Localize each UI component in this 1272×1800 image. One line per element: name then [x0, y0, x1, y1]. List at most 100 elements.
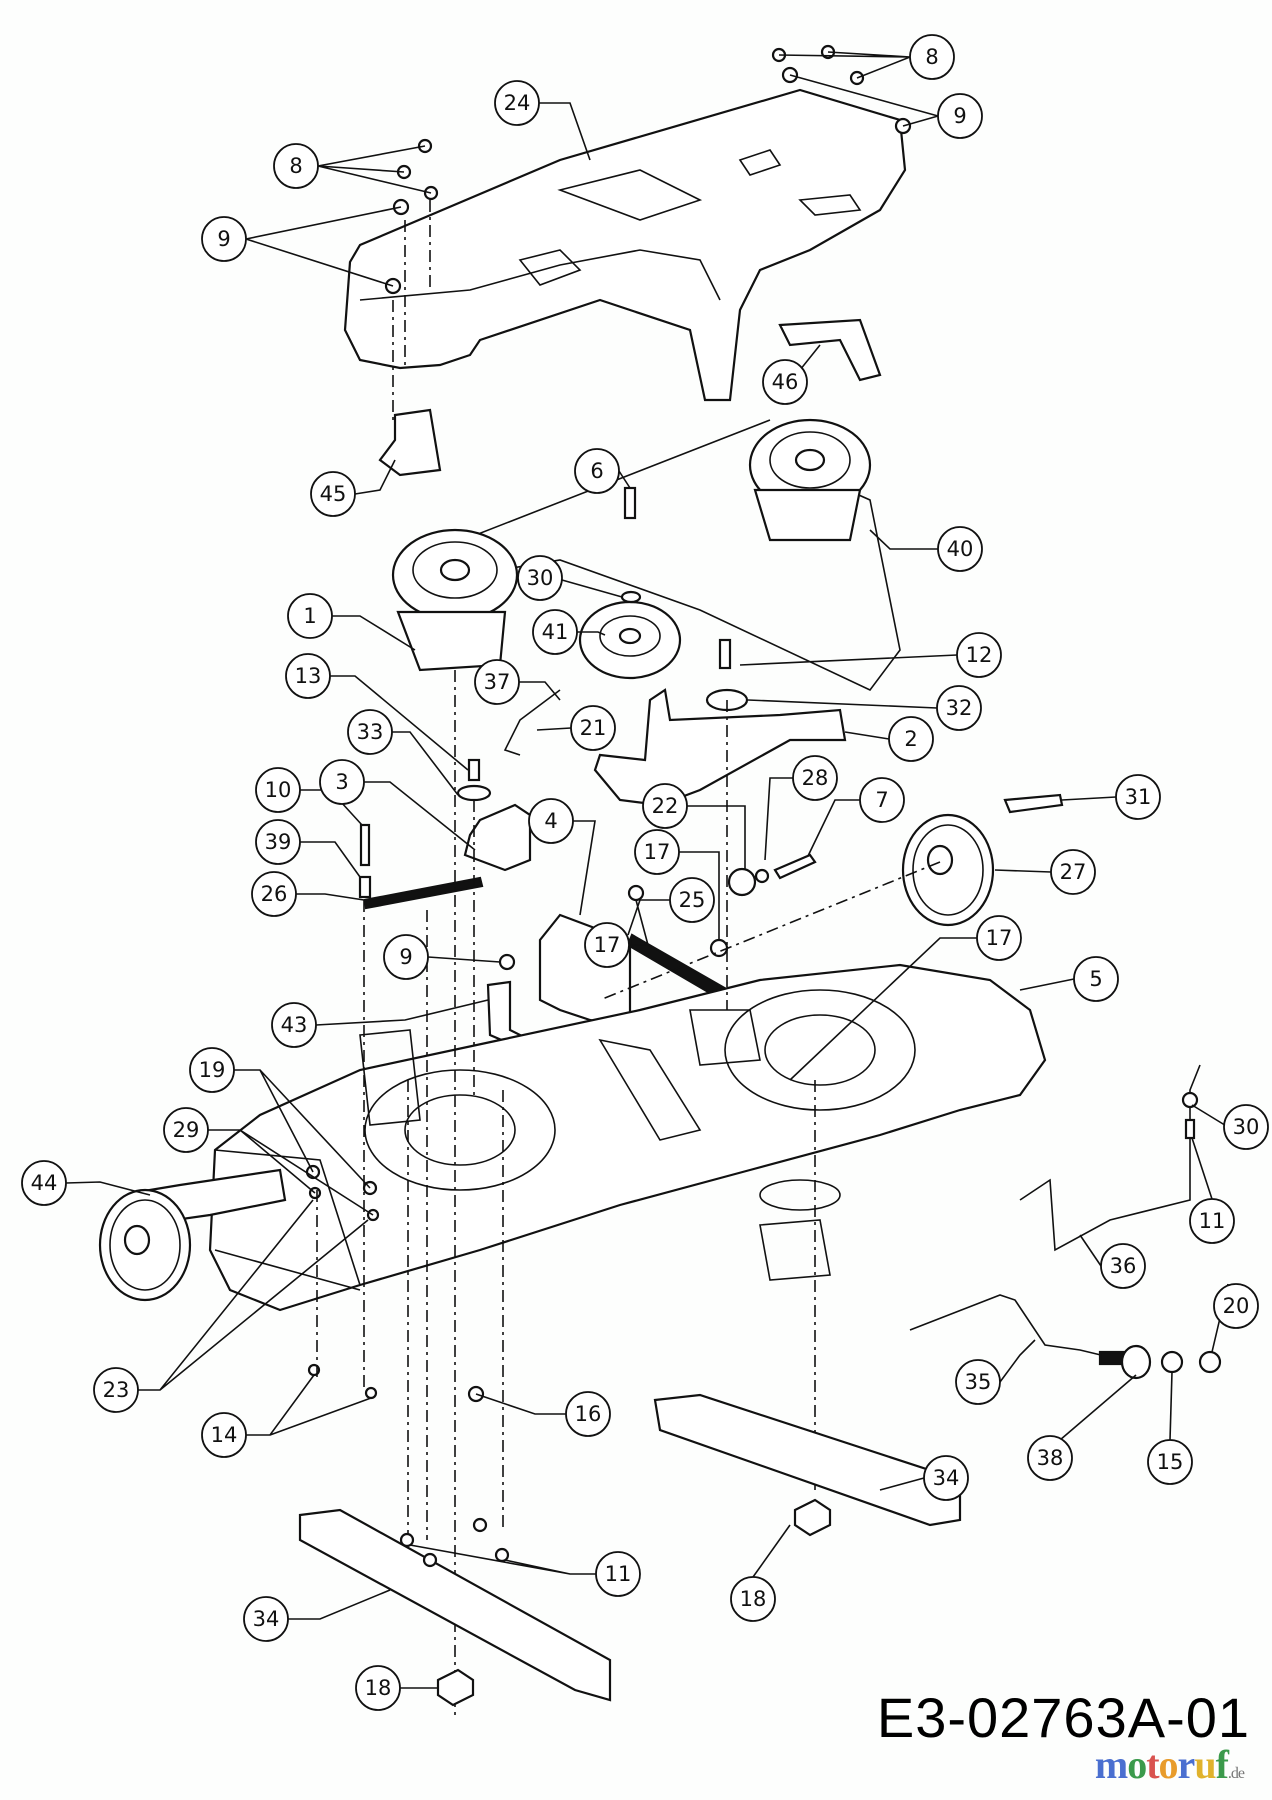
- callout-2[interactable]: 2: [888, 716, 934, 762]
- svg-text:21: 21: [580, 716, 607, 740]
- callout-8-top[interactable]: 8: [909, 34, 955, 80]
- callout-16[interactable]: 16: [565, 1391, 611, 1437]
- callout-29[interactable]: 29: [163, 1107, 209, 1153]
- callout-17-c[interactable]: 17: [976, 915, 1022, 961]
- callout-9-top[interactable]: 9: [937, 93, 983, 139]
- svg-text:11: 11: [605, 1562, 632, 1586]
- svg-text:34: 34: [253, 1607, 280, 1631]
- callout-35[interactable]: 35: [955, 1359, 1001, 1405]
- callout-21[interactable]: 21: [570, 705, 616, 751]
- svg-text:23: 23: [103, 1378, 130, 1402]
- callout-6[interactable]: 6: [574, 448, 620, 494]
- watermark-letter: o: [1127, 1742, 1147, 1787]
- svg-text:4: 4: [544, 809, 557, 833]
- left-gauge-wheel: [98, 1188, 192, 1302]
- svg-text:32: 32: [946, 696, 973, 720]
- callout-37[interactable]: 37: [474, 659, 520, 705]
- svg-text:10: 10: [265, 778, 292, 802]
- callout-36[interactable]: 36: [1100, 1243, 1146, 1289]
- svg-text:27: 27: [1060, 860, 1087, 884]
- svg-text:17: 17: [644, 840, 671, 864]
- callout-14[interactable]: 14: [201, 1412, 247, 1458]
- callout-45[interactable]: 45: [310, 471, 356, 517]
- callout-30-lower[interactable]: 30: [1223, 1104, 1269, 1150]
- callout-33[interactable]: 33: [347, 709, 393, 755]
- callout-26[interactable]: 26: [251, 871, 297, 917]
- callout-32[interactable]: 32: [936, 685, 982, 731]
- callout-30-upper[interactable]: 30: [517, 555, 563, 601]
- svg-text:40: 40: [947, 537, 974, 561]
- svg-text:8: 8: [289, 154, 302, 178]
- callout-34-right[interactable]: 34: [923, 1455, 969, 1501]
- callout-15[interactable]: 15: [1147, 1439, 1193, 1485]
- svg-text:41: 41: [542, 620, 569, 644]
- svg-text:11: 11: [1199, 1209, 1226, 1233]
- svg-text:2: 2: [904, 727, 917, 751]
- callout-20[interactable]: 20: [1213, 1283, 1259, 1329]
- callout-25[interactable]: 25: [669, 877, 715, 923]
- callout-11-lower[interactable]: 11: [595, 1551, 641, 1597]
- svg-text:46: 46: [772, 370, 799, 394]
- callout-10[interactable]: 10: [255, 767, 301, 813]
- svg-text:7: 7: [875, 788, 888, 812]
- callout-5[interactable]: 5: [1073, 956, 1119, 1002]
- leader-lines: [65, 51, 1229, 1689]
- callout-4[interactable]: 4: [528, 798, 574, 844]
- callout-18-left[interactable]: 18: [355, 1665, 401, 1711]
- svg-text:17: 17: [986, 926, 1013, 950]
- right-gauge-wheel: [901, 813, 995, 927]
- callout-24[interactable]: 24: [494, 80, 540, 126]
- svg-text:18: 18: [365, 1676, 392, 1700]
- right-blade: [653, 1393, 962, 1527]
- mower-deck: [208, 963, 1047, 1312]
- callout-8-left[interactable]: 8: [273, 143, 319, 189]
- watermark-letter: t: [1146, 1742, 1159, 1787]
- callout-38[interactable]: 38: [1027, 1435, 1073, 1481]
- callout-18-right[interactable]: 18: [730, 1576, 776, 1622]
- callout-3[interactable]: 3: [319, 759, 365, 805]
- svg-text:17: 17: [594, 933, 621, 957]
- right-spindle-pulley: [748, 418, 872, 542]
- watermark-letter: o: [1158, 1742, 1179, 1787]
- callout-27[interactable]: 27: [1050, 849, 1096, 895]
- svg-text:15: 15: [1157, 1450, 1184, 1474]
- svg-text:1: 1: [303, 604, 316, 628]
- callout-13[interactable]: 13: [285, 653, 331, 699]
- callout-11-right[interactable]: 11: [1189, 1198, 1235, 1244]
- svg-text:26: 26: [261, 882, 288, 906]
- idler-bracket: [593, 688, 847, 807]
- callout-22[interactable]: 22: [642, 783, 688, 829]
- callout-19[interactable]: 19: [189, 1047, 235, 1093]
- callout-28[interactable]: 28: [792, 755, 838, 801]
- deck-cover: [343, 88, 907, 402]
- callout-23[interactable]: 23: [93, 1367, 139, 1413]
- callout-43[interactable]: 43: [271, 1002, 317, 1048]
- svg-text:20: 20: [1223, 1294, 1250, 1318]
- svg-text:5: 5: [1089, 967, 1102, 991]
- callout-40[interactable]: 40: [937, 526, 983, 572]
- svg-text:28: 28: [802, 766, 829, 790]
- callout-31[interactable]: 31: [1115, 774, 1161, 820]
- callout-39[interactable]: 39: [255, 819, 301, 865]
- svg-text:29: 29: [173, 1118, 200, 1142]
- callout-9-left[interactable]: 9: [201, 216, 247, 262]
- callout-34-left[interactable]: 34: [243, 1596, 289, 1642]
- callout-41[interactable]: 41: [532, 609, 578, 655]
- svg-text:38: 38: [1037, 1446, 1064, 1470]
- svg-text:45: 45: [320, 482, 347, 506]
- svg-text:13: 13: [295, 664, 322, 688]
- callout-17-b[interactable]: 17: [584, 922, 630, 968]
- bracket-46: [778, 318, 882, 382]
- callout-7[interactable]: 7: [859, 777, 905, 823]
- callout-9-mid[interactable]: 9: [383, 934, 429, 980]
- callout-17-a[interactable]: 17: [634, 829, 680, 875]
- svg-text:9: 9: [953, 104, 966, 128]
- svg-text:34: 34: [933, 1466, 960, 1490]
- callout-12[interactable]: 12: [956, 632, 1002, 678]
- svg-text:22: 22: [652, 794, 679, 818]
- motoruf-watermark: motoruf.de: [1095, 1742, 1245, 1796]
- svg-text:9: 9: [399, 945, 412, 969]
- callout-44[interactable]: 44: [21, 1160, 67, 1206]
- callout-46[interactable]: 46: [762, 359, 808, 405]
- callout-1[interactable]: 1: [287, 593, 333, 639]
